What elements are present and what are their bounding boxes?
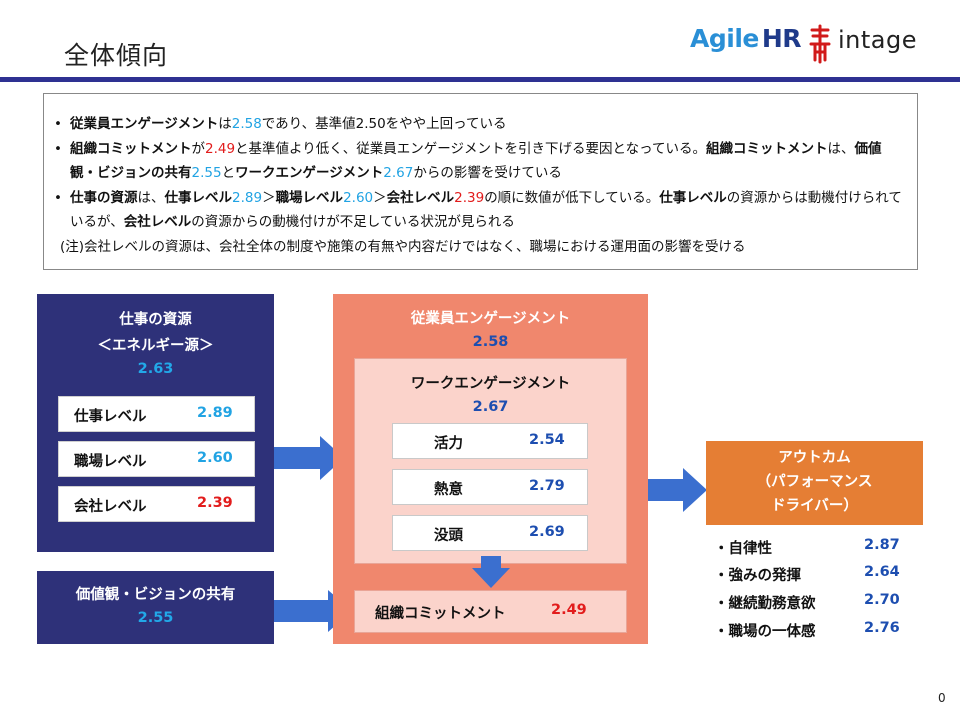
work-engagement-title: ワークエンゲージメント: [410, 376, 571, 392]
arrow-right-icon: [643, 468, 707, 512]
summary-text: ＞: [262, 189, 276, 206]
logo-agile-text: Agile: [690, 24, 759, 53]
summary-term: 価値観・ビジョンの共有: [70, 140, 882, 182]
page-title: 全体傾向: [64, 41, 169, 70]
organizational-commitment-card: 組織コミットメント 2.49: [354, 590, 627, 633]
level-label: 仕事レベル: [74, 409, 147, 425]
values-vision-value: 2.55: [137, 610, 174, 626]
summary-term: 会社レベル: [386, 189, 455, 206]
work-item-value: 2.69: [529, 524, 565, 540]
header-divider: [0, 77, 960, 82]
employee-engagement-value: 2.58: [472, 334, 509, 350]
summary-value: 2.89: [232, 189, 263, 206]
values-vision-title: 価値観・ビジョンの共有: [75, 587, 236, 603]
outcome-item: ・継続勤務意欲 2.70: [714, 592, 914, 614]
work-item-card: 熱意 2.79: [392, 469, 588, 505]
commitment-label: 組織コミットメント: [375, 606, 506, 622]
work-item-label: 熱意: [434, 482, 463, 498]
work-item-value: 2.54: [529, 432, 565, 448]
work-item-label: 活力: [434, 436, 463, 452]
bullet-marker: •: [54, 189, 62, 206]
summary-term: ワークエンゲージメント: [235, 165, 384, 181]
summary-value: 2.67: [383, 165, 414, 181]
job-resources-title: 仕事の資源: [119, 312, 192, 328]
work-item-label: 没頭: [434, 528, 463, 544]
summary-bullet-3: • 仕事の資源は、仕事レベル2.89＞職場レベル2.60＞会社レベル2.39の順…: [54, 186, 907, 235]
outcome-title: アウトカム: [778, 450, 851, 466]
level-label: 職場レベル: [74, 454, 147, 470]
arrow-down-icon: [472, 556, 510, 588]
summary-text: であり、基準値2.50をやや上回っている: [261, 116, 507, 132]
outcome-item-label: ・職場の一体感: [714, 624, 816, 640]
summary-term: 仕事レベル: [659, 189, 727, 206]
summary-value: 2.49: [205, 140, 236, 157]
work-item-card: 没頭 2.69: [392, 515, 588, 551]
summary-term: 従業員エンゲージメント: [70, 116, 219, 132]
outcome-subtitle: ドライバー）: [771, 498, 858, 514]
job-resources-panel: 仕事の資源 ＜エネルギー源＞ 2.63 仕事レベル 2.89 職場レベル 2.6…: [37, 294, 274, 552]
summary-term: 仕事レベル: [164, 189, 233, 206]
outcome-box: アウトカム （パフォーマンス ドライバー）: [706, 441, 923, 525]
bullet-marker: •: [54, 116, 62, 132]
level-card-job: 仕事レベル 2.89: [58, 396, 255, 432]
summary-text: は: [218, 116, 232, 132]
summary-term: 会社レベル: [123, 214, 192, 230]
outcome-item-label: ・継続勤務意欲: [714, 596, 816, 612]
summary-term: 仕事の資源: [70, 189, 138, 206]
summary-note: (注)会社レベルの資源は、会社全体の制度や施策の有無や内容だけではなく、職場にお…: [60, 238, 746, 255]
employee-engagement-title: 従業員エンゲージメント: [410, 311, 571, 327]
summary-term: 組織コミットメント: [70, 140, 192, 157]
summary-text: と基準値より低く、従業員エンゲージメントを引き下げる要因となっている。: [235, 140, 706, 157]
summary-text: と: [221, 165, 236, 181]
summary-text: からの影響を受けている: [413, 165, 562, 181]
summary-value: 2.55: [191, 165, 222, 181]
outcome-item-value: 2.64: [864, 564, 900, 580]
outcome-item: ・自律性 2.87: [714, 537, 914, 559]
intage-logo-text: intage: [838, 26, 917, 54]
outcome-subtitle: （パフォーマンス: [756, 474, 873, 490]
summary-term: 職場レベル: [275, 189, 344, 206]
level-label: 会社レベル: [74, 499, 147, 515]
summary-value: 2.39: [454, 189, 485, 206]
outcome-item-label: ・強みの発揮: [714, 568, 801, 584]
arrow-right-icon: [274, 590, 352, 632]
work-item-card: 活力 2.54: [392, 423, 588, 459]
summary-text: が: [191, 140, 206, 157]
outcome-item-label: ・自律性: [714, 541, 772, 557]
summary-text: ＞: [373, 189, 387, 206]
summary-text: の資源からの動機付けが不足している状況が見られる: [191, 214, 515, 230]
outcome-item: ・職場の一体感 2.76: [714, 620, 914, 642]
arrow-right-icon: [274, 436, 344, 480]
summary-term: 組織コミットメント: [705, 140, 828, 157]
summary-text: は、: [137, 189, 165, 206]
summary-bullet-1: • 従業員エンゲージメントは2.58であり、基準値2.50をやや上回っている: [54, 112, 907, 137]
level-value: 2.60: [197, 450, 233, 466]
summary-text: は、: [827, 140, 855, 157]
page-number: 0: [938, 691, 946, 705]
outcome-item: ・強みの発揮 2.64: [714, 564, 914, 586]
job-resources-subtitle: ＜エネルギー源＞: [97, 338, 214, 354]
outcome-item-value: 2.76: [864, 620, 900, 636]
outcome-item-value: 2.87: [864, 537, 900, 553]
summary-box: • 従業員エンゲージメントは2.58であり、基準値2.50をやや上回っている •…: [43, 93, 918, 270]
job-resources-value: 2.63: [137, 361, 174, 377]
level-card-workplace: 職場レベル 2.60: [58, 441, 255, 477]
commitment-value: 2.49: [551, 602, 587, 618]
summary-value: 2.60: [343, 189, 374, 206]
bullet-marker: •: [54, 140, 62, 157]
work-item-value: 2.79: [529, 478, 565, 494]
summary-bullet-2: • 組織コミットメントが2.49と基準値より低く、従業員エンゲージメントを引き下…: [54, 137, 907, 186]
level-card-company: 会社レベル 2.39: [58, 486, 255, 522]
level-value: 2.39: [197, 495, 233, 511]
summary-text: の資源からは動機付けられているが、: [70, 189, 902, 231]
work-engagement-value: 2.67: [472, 399, 509, 415]
summary-value: 2.58: [231, 116, 262, 132]
intage-mark-icon: [809, 24, 831, 64]
summary-text: の順に数値が低下している。: [484, 189, 660, 206]
outcome-item-value: 2.70: [864, 592, 900, 608]
level-value: 2.89: [197, 405, 233, 421]
values-vision-panel: 価値観・ビジョンの共有 2.55: [37, 571, 274, 644]
logo-hr-text: HR: [761, 24, 802, 53]
